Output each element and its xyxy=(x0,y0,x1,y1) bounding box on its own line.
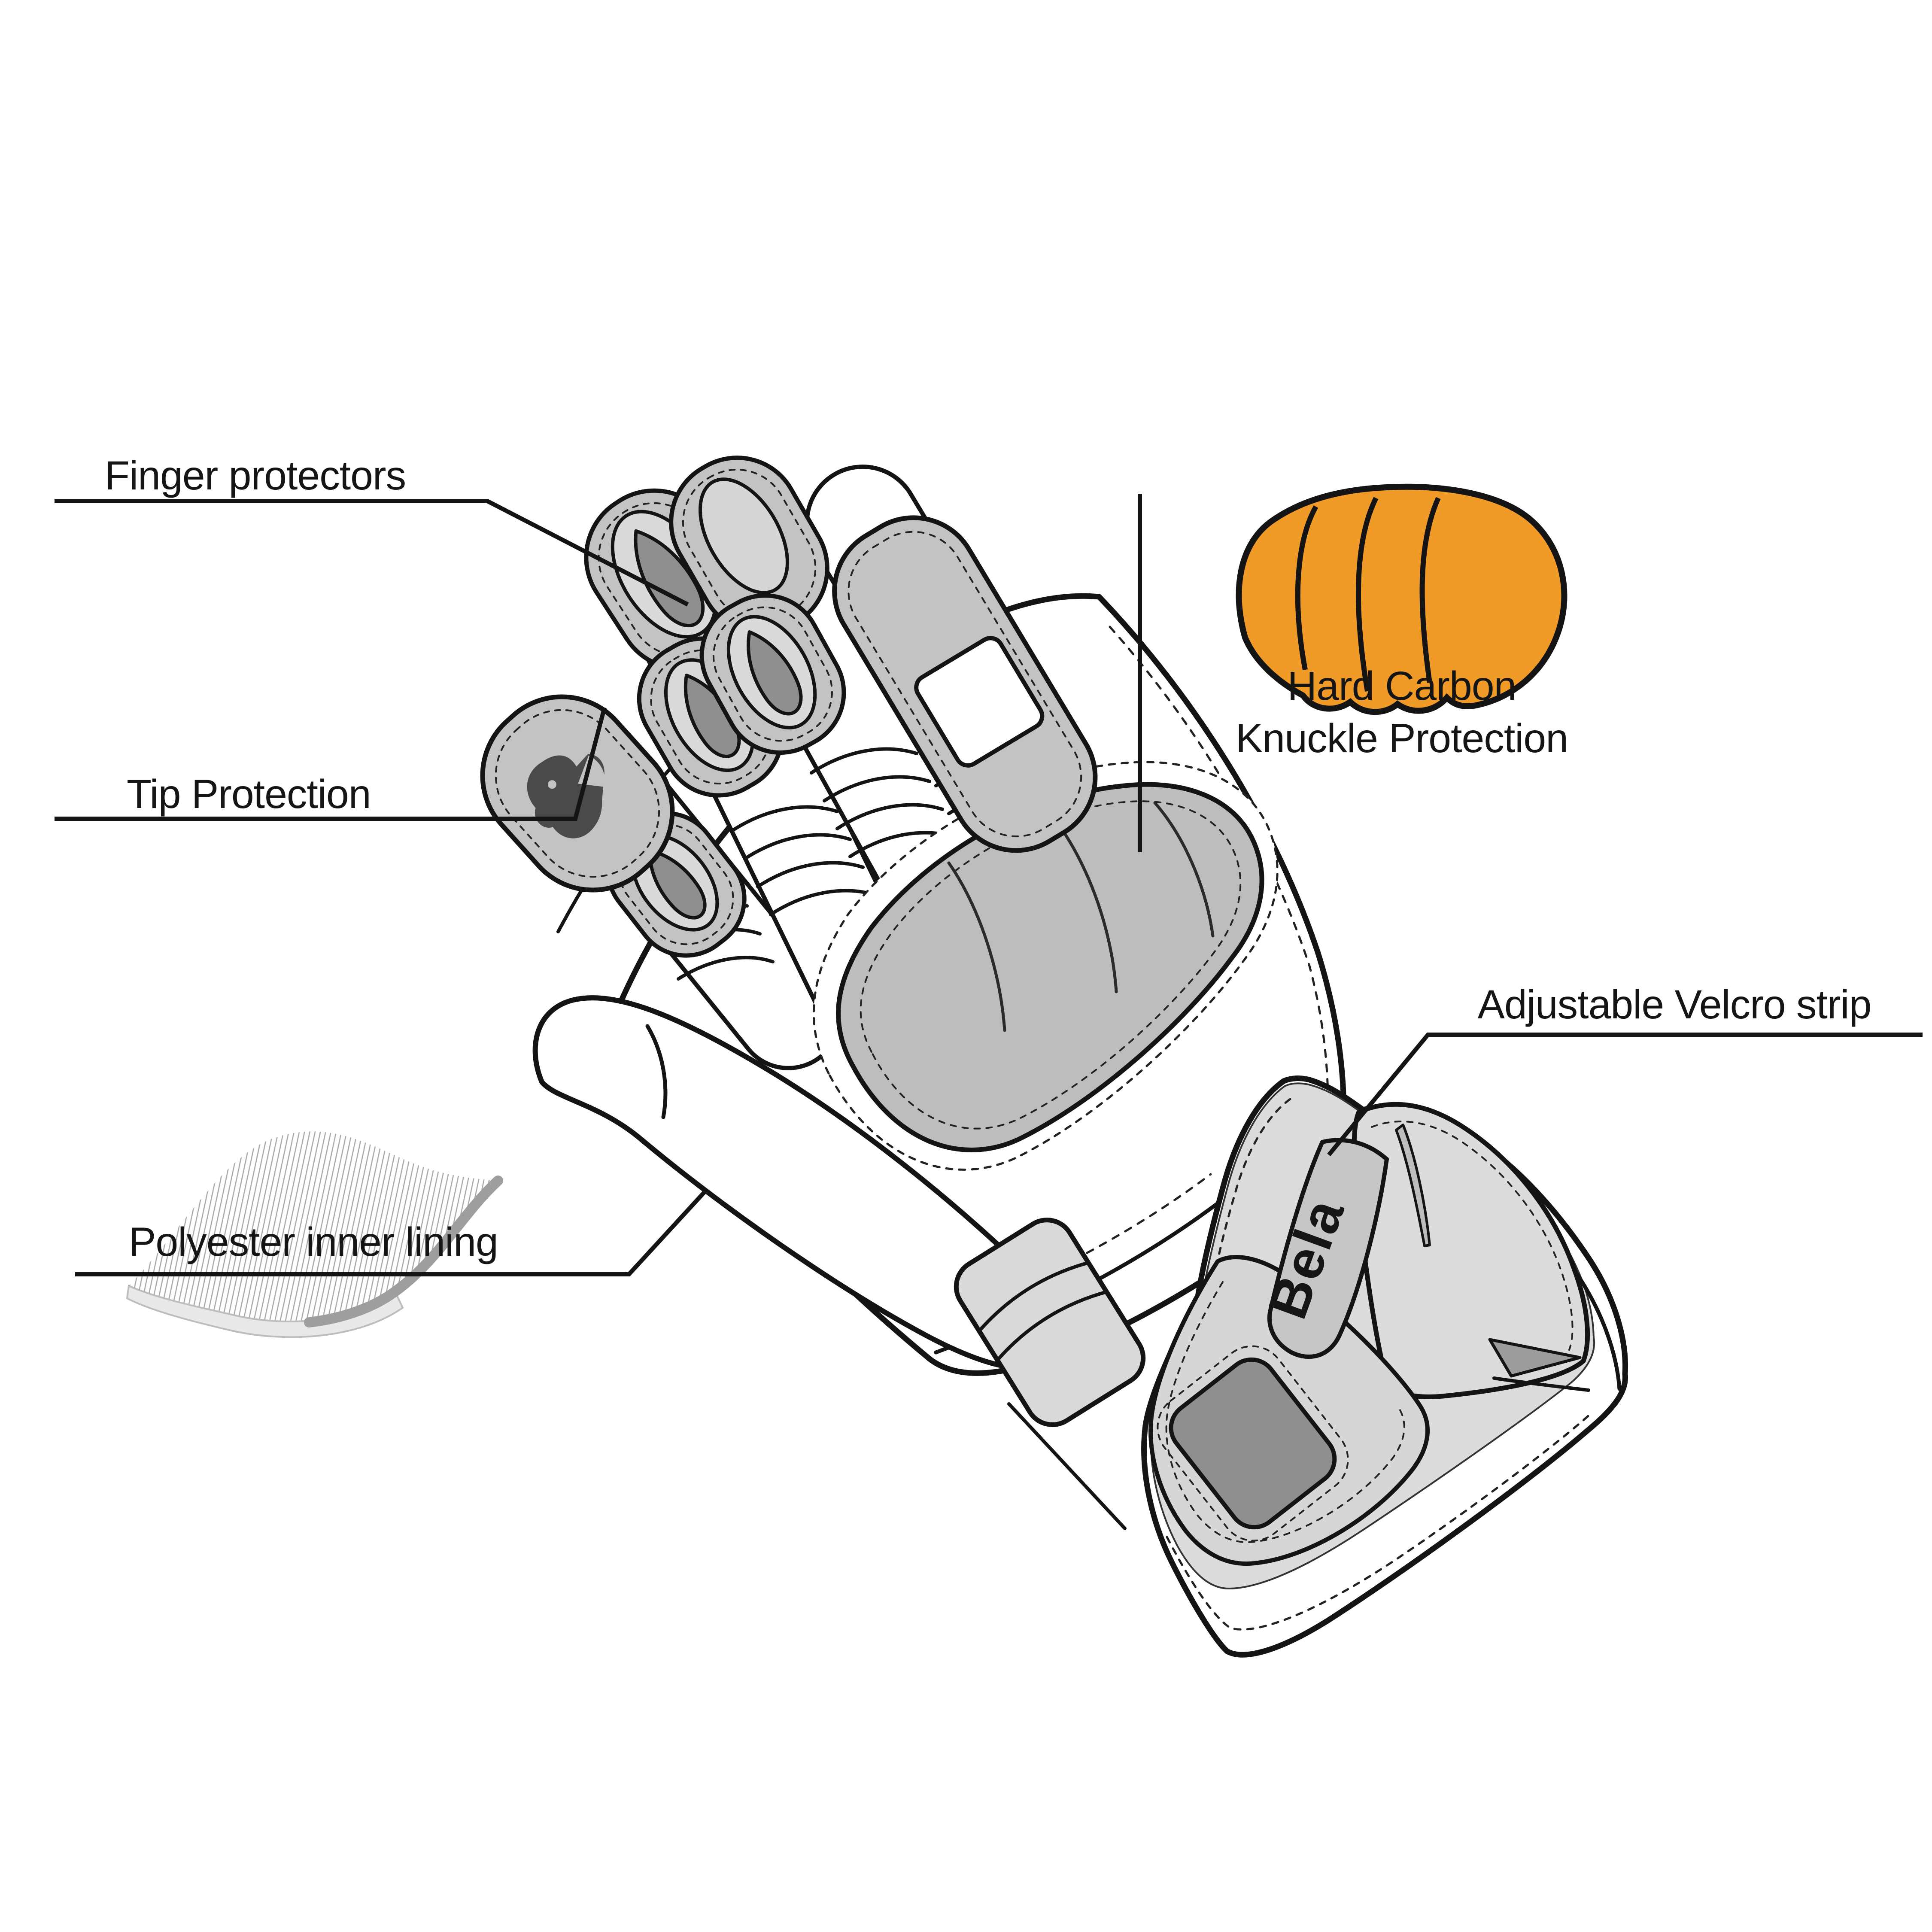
finger-protectors-leader-line xyxy=(55,499,689,607)
wrist-gap-line xyxy=(1007,1402,1127,1530)
cuff-lobe-crease xyxy=(1395,1124,1431,1247)
cuff-inner-lobe-stitch xyxy=(1371,1121,1574,1351)
swatch-underside-edge xyxy=(126,1285,404,1338)
callout-polyester-lining: Polyester inner lining xyxy=(75,1131,708,1338)
middle-mid-pad xyxy=(699,593,846,755)
knuckle-pad-shell xyxy=(836,782,1264,1152)
wrist-strap-piece xyxy=(954,1218,1146,1427)
hard-carbon-label-line2: Knuckle Protection xyxy=(1236,716,1568,761)
cuff-hem-stitch-dashed xyxy=(1166,1412,1592,1631)
finger-protector-pads xyxy=(480,456,846,958)
knuckle-pad-ridges xyxy=(947,801,1215,1032)
body-edge-seam-dashed xyxy=(1109,626,1329,1139)
hard-carbon-knuckle-pad-icon xyxy=(1236,483,1567,715)
adjustable-velcro-label: Adjustable Velcro strip xyxy=(1478,982,1871,1027)
tip-protection-label: Tip Protection xyxy=(127,772,371,817)
polyester-lining-label: Polyester inner lining xyxy=(129,1219,498,1265)
swatch-shadow-curve xyxy=(304,1176,503,1327)
cuff-vent-sliver xyxy=(1488,1338,1582,1378)
hard-carbon-label-line1: Hard Carbon xyxy=(1288,663,1516,709)
finger-protectors-label: Finger protectors xyxy=(105,453,406,498)
cuff-fold-line xyxy=(1492,1376,1590,1392)
cuff-flare-edge xyxy=(1573,1269,1622,1391)
knuckle-pad-stitch-inner xyxy=(860,800,1242,1130)
polyester-lining-leader-line xyxy=(75,1188,708,1276)
gauntlet-cuff: Bela xyxy=(1141,1075,1628,1658)
callout-finger-protectors: Finger protectors xyxy=(55,453,689,607)
callout-hard-carbon: Hard Carbon Knuckle Protection xyxy=(1138,483,1568,852)
cuff-lower-panel-stitch xyxy=(1165,1281,1405,1543)
glove-illustration: Bela xyxy=(480,456,1628,1658)
index-finger-panel xyxy=(832,515,1098,853)
callout-adjustable-velcro: Adjustable Velcro strip xyxy=(1327,982,1923,1157)
callout-tip-protection: Tip Protection xyxy=(55,707,607,821)
thumb-seam xyxy=(645,1024,668,1119)
cuff-dark-patch xyxy=(1157,1345,1349,1542)
middle-tip-pad xyxy=(669,456,829,635)
tip-protection-leader-line xyxy=(55,707,607,821)
adjustable-velcro-leader-line xyxy=(1327,1033,1923,1157)
knuckle-pad xyxy=(812,761,1279,1171)
